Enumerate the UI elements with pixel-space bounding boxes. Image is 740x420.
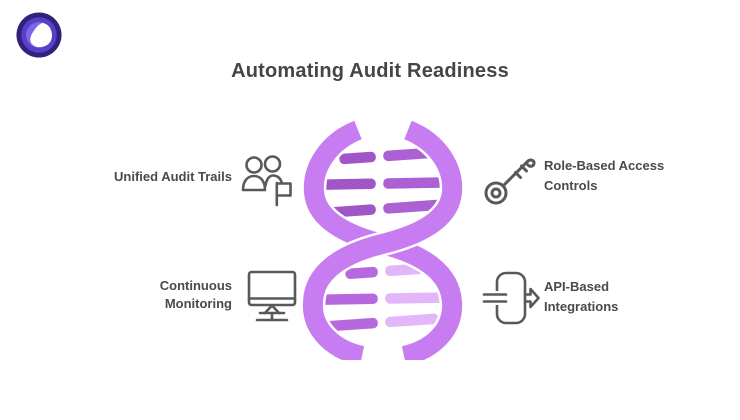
dna-rung [321,311,442,334]
api-arrow-icon [480,268,540,328]
dna-rung [318,289,460,308]
label-line: API-Based [544,279,610,294]
label-line: Unified Audit Trails [114,169,232,184]
dna-strand [300,120,465,360]
label-line: Integrations [544,299,619,314]
item-label: Unified Audit Trails [60,168,232,185]
abstract-pick-logo-icon [16,12,62,58]
label-line: Monitoring [164,296,232,311]
page-title: Automating Audit Readiness [231,60,509,82]
label-line: Continuous [159,278,232,293]
users-flag-icon [238,151,294,209]
key-icon [483,150,537,208]
label-line: Controls [544,178,598,193]
monitor-icon [242,269,302,327]
dna-rung [317,174,457,193]
item-label: API-Based Integrations [544,277,704,317]
brand-logo [13,9,65,61]
item-label: Continuous Monitoring [60,277,232,313]
label-line: Role-Based Access [544,158,665,173]
item-label: Role-Based Access Controls [544,156,704,196]
dna-helix-graphic [300,120,465,360]
